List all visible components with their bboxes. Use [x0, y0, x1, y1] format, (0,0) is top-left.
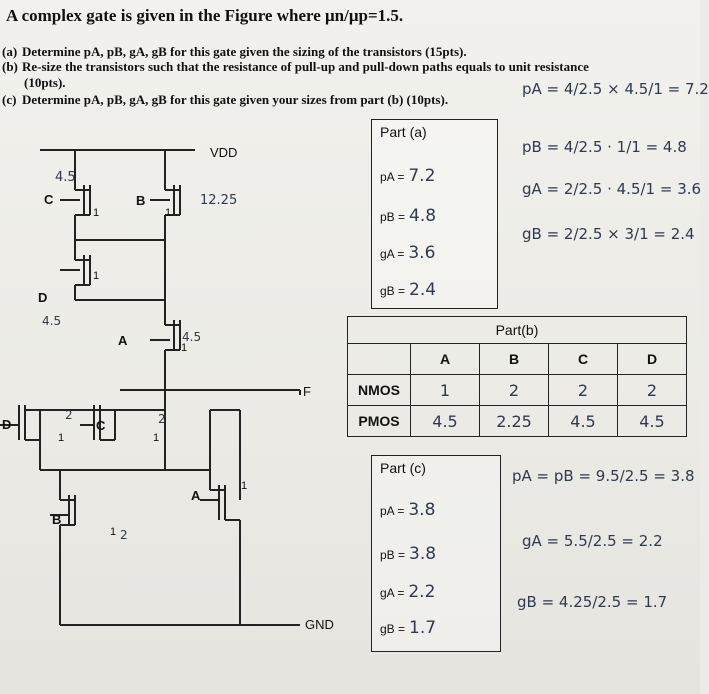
vdd-label: VDD: [210, 145, 238, 160]
size-c-n: 1: [153, 432, 160, 444]
question-b: (b)Re-size the transistors such that the…: [2, 59, 589, 74]
part-a-box: Part (a) pA =7.2 pB =4.8 gA =3.6 gB =2.4: [371, 119, 498, 309]
question-b-points: (10pts).: [24, 75, 66, 90]
row-pmos-label: PMOS: [347, 405, 411, 437]
col-c: C: [548, 343, 618, 375]
question-c: (c)Determine pA, pB, gA, gB for this gat…: [2, 92, 449, 107]
note-a-mid: 4.5: [182, 330, 202, 344]
pmos-d: 4.5: [617, 405, 687, 437]
pmos-c: 4.5: [548, 405, 618, 437]
part-a-pa: pA =7.2: [380, 166, 436, 186]
work-pb: pB = 4/2.5 · 1/1 = 4.8: [522, 138, 687, 156]
work-gb: gB = 2/2.5 × 3/1 = 2.4: [522, 225, 695, 243]
part-c-header: Part (c): [380, 460, 426, 476]
gnd-label: GND: [305, 617, 334, 632]
page-title: A complex gate is given in the Figure wh…: [6, 6, 404, 25]
row-nmos-label: NMOS: [347, 374, 411, 406]
nmos-d: 2: [617, 374, 687, 406]
gate-a-mid: A: [118, 333, 128, 348]
gate-a-bottom: A: [191, 488, 201, 503]
nmos-b: 2: [479, 374, 549, 406]
pmos-a: 4.5: [410, 405, 480, 437]
note-b-bot: 2: [120, 528, 128, 542]
part-b-corner: [347, 343, 411, 375]
note-d-left: 4.5: [42, 314, 62, 328]
part-a-header: Part (a): [380, 124, 427, 140]
pmos-b: 2.25: [479, 405, 549, 437]
part-c-ga: gA =2.2: [380, 582, 436, 602]
size-b-n: 1: [110, 526, 117, 538]
part-c-gb: gB =1.7: [380, 618, 437, 638]
part-b-table: Part(b) A B C D NMOS 1 2 2 2 PMOS 4.5 2.…: [347, 316, 687, 437]
gate-c-bottom: C: [96, 418, 106, 433]
size-c-p: 1: [93, 207, 100, 219]
part-a-pb: pB =4.8: [380, 206, 437, 226]
work-pc: pA = pB = 9.5/2.5 = 3.8: [512, 467, 695, 485]
part-c-box: Part (c) pA =3.8 pB =3.8 gA =2.2 gB =1.7: [371, 455, 501, 652]
part-c-pa: pA =3.8: [380, 500, 436, 520]
part-a-ga: gA =3.6: [380, 243, 436, 263]
note-b-top: 12.25: [200, 193, 238, 208]
part-a-gb: gB =2.4: [380, 280, 437, 300]
note-c-top: 4.5: [55, 170, 76, 185]
work-gbc: gB = 4.25/2.5 = 1.7: [517, 593, 668, 611]
gate-d-left: D: [38, 290, 48, 305]
part-b-header: Part(b): [347, 316, 687, 344]
note-d-bot: 2: [65, 408, 73, 422]
work-ga: gA = 2/2.5 · 4.5/1 = 3.6: [522, 180, 702, 198]
size-b-p: 1: [165, 207, 172, 219]
nmos-c: 2: [548, 374, 618, 406]
col-d: D: [617, 343, 687, 375]
gate-d-bottom: D: [2, 417, 12, 432]
gate-b-bottom: B: [52, 512, 62, 527]
size-a-n: 1: [241, 480, 248, 492]
size-d-n: 1: [58, 432, 65, 444]
work-gac: gA = 5.5/2.5 = 2.2: [522, 532, 663, 550]
gate-c-top: C: [44, 192, 54, 207]
output-f-label: F: [303, 384, 311, 399]
col-b: B: [479, 343, 549, 375]
gate-b-top: B: [136, 193, 146, 208]
nmos-a: 1: [410, 374, 480, 406]
size-d-p: 1: [93, 270, 100, 282]
col-a: A: [410, 343, 480, 375]
part-c-pb: pB =3.8: [380, 544, 437, 564]
question-a: (a)Determine pA, pB, gA, gB for this gat…: [2, 44, 467, 59]
size-a-p: 1: [181, 342, 188, 354]
note-c-bot: 2: [158, 412, 166, 426]
work-pa: pA = 4/2.5 × 4.5/1 = 7.2: [522, 80, 709, 98]
